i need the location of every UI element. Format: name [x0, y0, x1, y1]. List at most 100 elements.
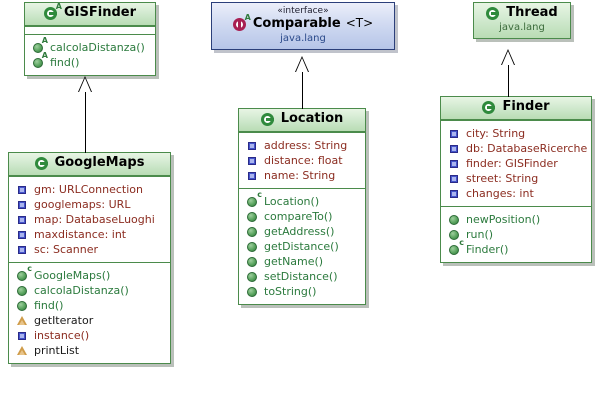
class-box-googlemaps[interactable]: GoogleMaps gm: URLConnection googlemaps:… — [8, 152, 171, 364]
public-method-icon: c — [247, 191, 262, 207]
member-row[interactable]: googlemaps: URL — [17, 197, 165, 212]
public-method-icon — [17, 300, 28, 311]
interface-header-comparable: «interface» A Comparable <T> java.lang — [212, 3, 394, 49]
member-row[interactable]: setDistance() — [247, 269, 360, 284]
member-row[interactable]: c Location() — [247, 191, 360, 209]
member-label: city: String — [466, 127, 526, 140]
protected-method-icon — [17, 345, 28, 356]
member-row[interactable]: getDistance() — [247, 239, 360, 254]
stereotype-label: «interface» — [277, 6, 329, 16]
private-field-icon — [449, 128, 460, 139]
private-field-icon — [247, 170, 258, 181]
member-row[interactable]: finder: GISFinder — [449, 156, 586, 171]
class-icon — [260, 112, 276, 127]
member-row[interactable]: sc: Scanner — [17, 242, 165, 257]
member-label: setDistance() — [264, 270, 338, 283]
member-label: getAddress() — [264, 225, 335, 238]
attributes-compartment-location: address: String distance: float name: St… — [239, 132, 365, 188]
member-label: calcolaDistanza() — [34, 284, 129, 297]
attributes-compartment-gisfinder — [25, 26, 155, 34]
member-row[interactable]: getIterator — [17, 313, 165, 328]
member-row[interactable]: maxdistance: int — [17, 227, 165, 242]
member-row[interactable]: c Finder() — [449, 239, 586, 257]
class-box-location[interactable]: Location address: String distance: float… — [238, 108, 366, 305]
member-label: find() — [34, 299, 64, 312]
member-label: instance() — [34, 329, 90, 342]
attributes-compartment-finder: city: String db: DatabaseRicerche finder… — [441, 120, 591, 206]
member-row[interactable]: toString() — [247, 284, 360, 299]
member-row[interactable]: newPosition() — [449, 212, 586, 227]
member-label: street: String — [466, 172, 539, 185]
private-field-icon — [247, 140, 258, 151]
interface-box-comparable[interactable]: «interface» A Comparable <T> java.lang — [211, 2, 395, 50]
member-row[interactable]: db: DatabaseRicerche — [449, 141, 588, 156]
member-row[interactable]: address: String — [247, 138, 360, 153]
member-label: googlemaps: URL — [34, 198, 131, 211]
private-field-icon — [17, 229, 28, 240]
member-label: distance: float — [264, 154, 343, 167]
member-row[interactable]: A find() — [33, 52, 150, 70]
public-method-icon — [449, 229, 460, 240]
interface-abstract-icon: A — [232, 13, 251, 32]
member-row[interactable]: compareTo() — [247, 209, 360, 224]
private-field-icon — [449, 188, 460, 199]
member-row[interactable]: distance: float — [247, 153, 360, 168]
methods-compartment-finder: newPosition() run() c Finder() — [441, 206, 591, 262]
methods-compartment-gisfinder: A calcolaDistanza() A find() — [25, 34, 155, 75]
class-box-finder[interactable]: Finder city: String db: DatabaseRicerche… — [440, 96, 592, 263]
member-row[interactable]: changes: int — [449, 186, 586, 201]
member-row[interactable]: printList — [17, 343, 165, 358]
member-row[interactable]: calcolaDistanza() — [17, 283, 165, 298]
generalization-arrowhead-thread — [501, 49, 515, 66]
private-field-icon — [449, 173, 460, 184]
member-row[interactable]: A calcolaDistanza() — [33, 37, 150, 55]
member-row[interactable]: find() — [17, 298, 165, 313]
member-row[interactable]: c GoogleMaps() — [17, 265, 165, 283]
public-method-icon — [449, 214, 460, 225]
member-label: getName() — [264, 255, 324, 268]
generalization-line-location-comparable — [302, 72, 303, 109]
member-label: address: String — [264, 139, 348, 152]
class-header-gisfinder: A GISFinder — [25, 3, 155, 26]
member-label: printList — [34, 344, 80, 357]
public-method-icon — [17, 285, 28, 296]
member-row[interactable]: run() — [449, 227, 586, 242]
member-label: db: DatabaseRicerche — [466, 142, 588, 155]
public-method-icon — [247, 271, 258, 282]
member-row[interactable]: getAddress() — [247, 224, 360, 239]
private-field-icon — [17, 199, 28, 210]
member-label: gm: URLConnection — [34, 183, 143, 196]
class-box-gisfinder[interactable]: A GISFinder A calcolaDistanza() A find() — [24, 2, 156, 76]
public-method-icon: A — [33, 37, 48, 53]
class-header-thread: Thread java.lang — [474, 3, 570, 38]
member-row[interactable]: instance() — [17, 328, 165, 343]
methods-compartment-location: c Location() compareTo() getAddress() ge… — [239, 188, 365, 304]
public-method-icon: A — [33, 52, 48, 68]
member-label: Location() — [264, 195, 320, 208]
member-row[interactable]: name: String — [247, 168, 360, 183]
class-name-thread: Thread — [506, 5, 558, 21]
member-label: name: String — [264, 169, 336, 182]
member-label: calcolaDistanza() — [50, 41, 145, 54]
public-method-icon — [247, 241, 258, 252]
member-row[interactable]: city: String — [449, 126, 586, 141]
private-field-icon — [17, 184, 28, 195]
public-method-icon — [247, 256, 258, 267]
public-method-icon — [247, 286, 258, 297]
public-method-icon: c — [17, 265, 32, 281]
member-row[interactable]: map: DatabaseLuoghi — [17, 212, 165, 227]
private-field-icon — [247, 155, 258, 166]
member-row[interactable]: gm: URLConnection — [17, 182, 165, 197]
member-label: changes: int — [466, 187, 534, 200]
class-header-googlemaps: GoogleMaps — [9, 153, 170, 176]
generalization-line-finder-thread — [508, 65, 509, 97]
member-row[interactable]: getName() — [247, 254, 360, 269]
class-box-thread[interactable]: Thread java.lang — [473, 2, 571, 39]
package-label: java.lang — [499, 22, 545, 33]
member-label: find() — [50, 56, 80, 69]
member-row[interactable]: street: String — [449, 171, 586, 186]
member-label: sc: Scanner — [34, 243, 98, 256]
class-icon — [482, 100, 497, 115]
class-abstract-icon: A — [44, 3, 62, 21]
attributes-compartment-googlemaps: gm: URLConnection googlemaps: URL map: D… — [9, 176, 170, 262]
